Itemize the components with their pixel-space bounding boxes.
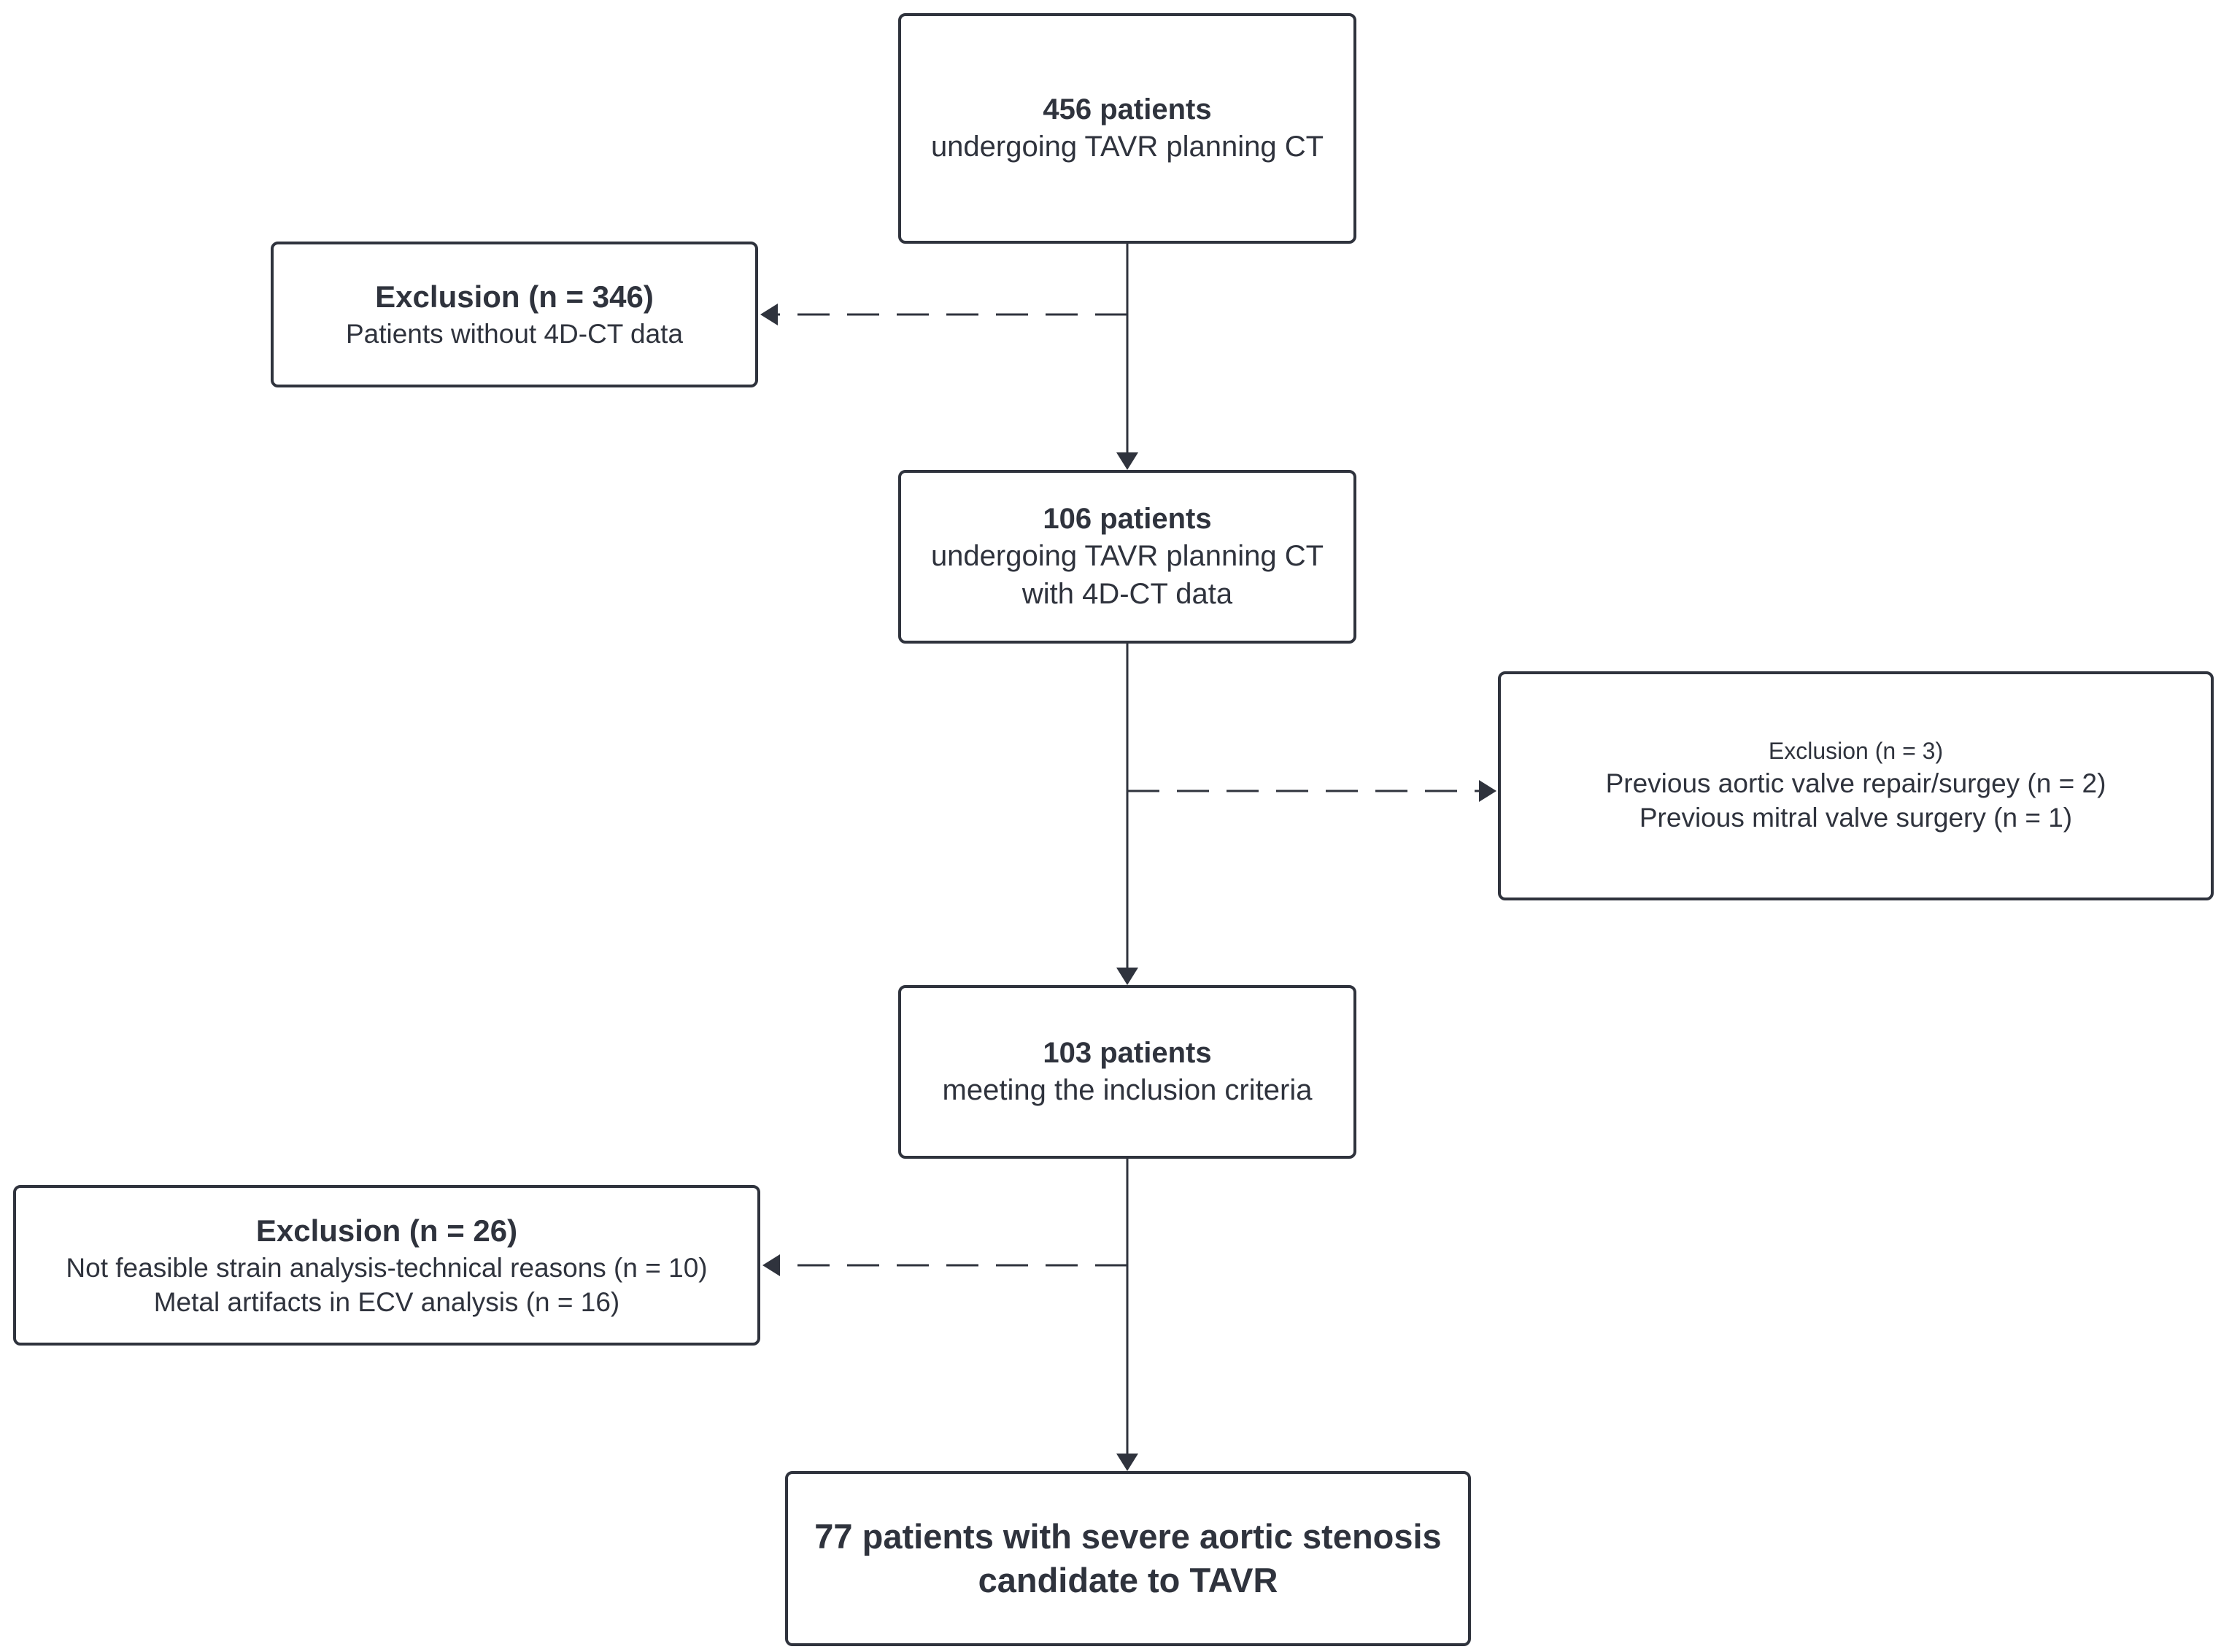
exclusion-box-prior-surgery: Exclusion (n = 3) Previous aortic valve …: [1498, 671, 2214, 900]
exclusion-technical-line-2: Metal artifacts in ECV analysis (n = 16): [153, 1286, 620, 1317]
exclusion-technical-title: Exclusion (n = 26): [255, 1213, 518, 1248]
final-cohort-box: 77 patients with severe aortic stenosis …: [785, 1471, 1471, 1646]
exclusion-branch-346: [760, 304, 1127, 325]
screened-patients-title: 456 patients: [1043, 93, 1212, 126]
patients-with-4dct-line-2: with 4D-CT data: [1021, 577, 1233, 610]
patients-with-4dct-box: 106 patients undergoing TAVR planning CT…: [898, 470, 1356, 644]
included-patients-title: 103 patients: [1043, 1036, 1212, 1069]
screened-patients-line-1: undergoing TAVR planning CT: [930, 131, 1324, 163]
exclusion-box-no-4dct: Exclusion (n = 346) Patients without 4D-…: [271, 242, 758, 387]
exclusion-prior-surgery-line-2: Previous mitral valve surgery (n = 1): [1639, 803, 2073, 833]
exclusion-no-4dct-title: Exclusion (n = 346): [375, 279, 654, 314]
screened-patients-box: 456 patients undergoing TAVR planning CT: [898, 13, 1356, 244]
patients-with-4dct-title: 106 patients: [1043, 503, 1212, 536]
main-flow-arrow-1: [1116, 244, 1138, 470]
included-patients-line-1: meeting the inclusion criteria: [942, 1074, 1313, 1106]
final-cohort-line-1: 77 patients with severe aortic stenosis: [814, 1516, 1442, 1556]
exclusion-technical-line-1: Not feasible strain analysis-technical r…: [66, 1252, 708, 1283]
main-flow-arrow-3: [1116, 1159, 1138, 1471]
patients-with-4dct-line-1: undergoing TAVR planning CT: [930, 540, 1324, 573]
main-flow-arrow-2: [1116, 644, 1138, 985]
exclusion-prior-surgery-line-1: Previous aortic valve repair/surgey (n =…: [1605, 768, 2106, 799]
exclusion-branch-3: [1127, 780, 1496, 802]
exclusion-prior-surgery-title: Exclusion (n = 3): [1768, 738, 1944, 765]
final-cohort-line-2: candidate to TAVR: [978, 1561, 1278, 1599]
exclusion-branch-26: [762, 1254, 1127, 1276]
exclusion-box-technical: Exclusion (n = 26) Not feasible strain a…: [13, 1185, 760, 1346]
exclusion-no-4dct-line-1: Patients without 4D-CT data: [345, 319, 684, 350]
included-patients-box: 103 patients meeting the inclusion crite…: [898, 985, 1356, 1159]
